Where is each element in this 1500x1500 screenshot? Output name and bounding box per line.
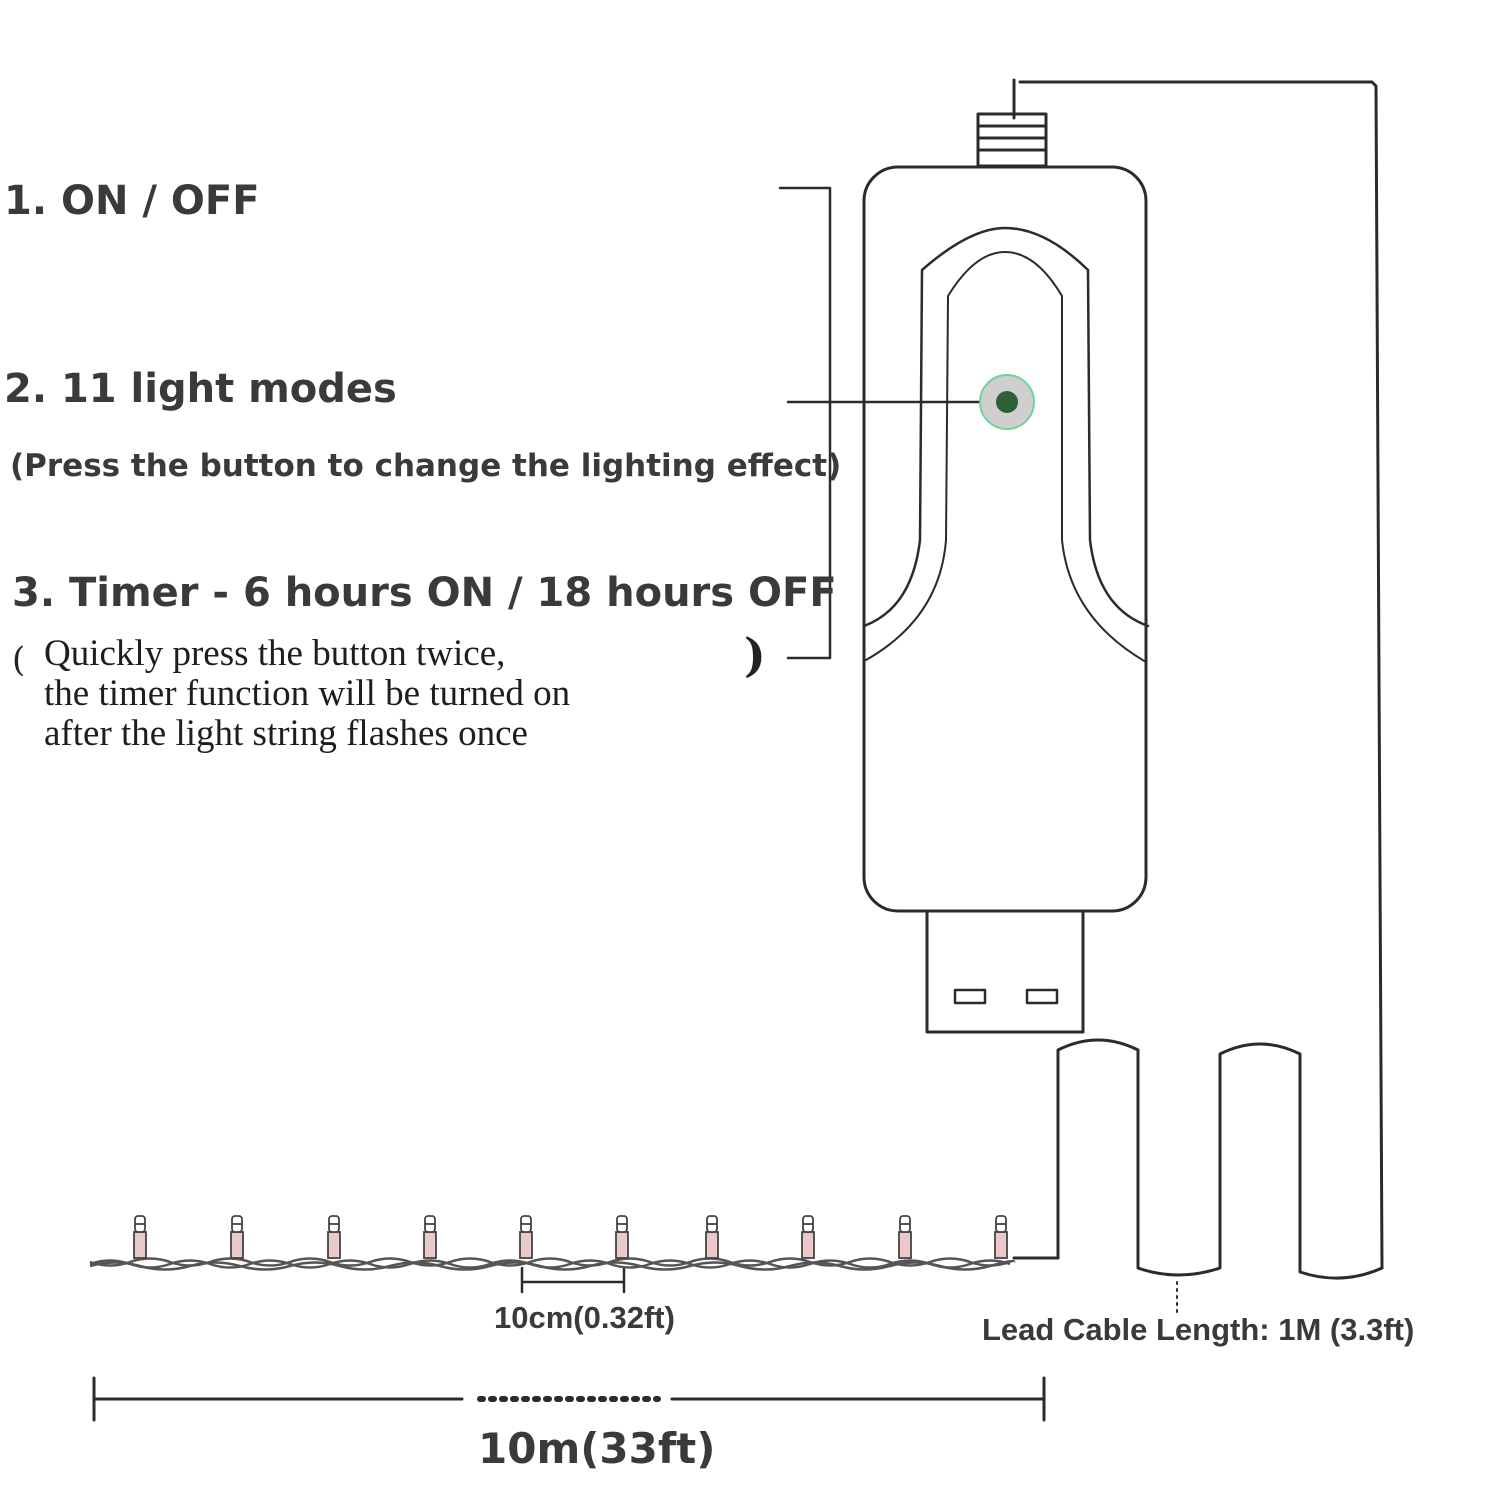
lead-cable-coil <box>1056 1038 1384 1280</box>
led-bulb-icon <box>423 1215 437 1259</box>
led-bulb-icon <box>801 1215 815 1259</box>
spacing-dimension <box>520 1266 626 1294</box>
led-bulb-icon <box>230 1215 244 1259</box>
feature-timer: 3. Timer - 6 hours ON / 18 hours OFF <box>12 570 837 616</box>
lead-cable-top <box>1012 78 1384 1270</box>
led-bulb-icon <box>327 1215 341 1259</box>
timer-note-line: the timer function will be turned on <box>44 673 571 714</box>
led-bulb-icon <box>994 1215 1008 1259</box>
timer-note-line: after the light string flashes once <box>44 713 528 754</box>
feature-light-modes: 2. 11 light modes <box>4 366 397 412</box>
usb-plug-icon <box>925 909 1085 1034</box>
timer-note-line: Quickly press the button twice, <box>44 633 506 674</box>
light-string-wire <box>89 1257 1016 1271</box>
led-bulb-icon <box>898 1215 912 1259</box>
controller-panel-outer <box>862 226 1150 628</box>
timer-note-paren-close: ) <box>744 628 766 682</box>
controller-panel-inner <box>865 251 1147 663</box>
led-bulb-icon <box>133 1215 147 1259</box>
feature-light-modes-note: (Press the button to change the lighting… <box>10 448 842 484</box>
timer-note: Quickly press the button twice, the time… <box>44 634 570 754</box>
cable-strain-relief <box>976 112 1048 168</box>
power-button-icon <box>979 374 1035 430</box>
total-length-dimension <box>92 1376 1046 1422</box>
feature-bracket <box>778 186 832 660</box>
led-bulb-icon <box>615 1215 629 1259</box>
feature-on-off: 1. ON / OFF <box>4 178 260 224</box>
timer-note-paren-open: ( <box>12 640 26 680</box>
bulb-spacing-label: 10cm(0.32ft) <box>494 1300 675 1335</box>
led-bulb-icon <box>519 1215 533 1259</box>
controller-body <box>862 165 1148 913</box>
led-bulb-icon <box>705 1215 719 1259</box>
total-length-label: 10m(33ft) <box>478 1424 716 1473</box>
lead-cable-label: Lead Cable Length: 1M (3.3ft) <box>982 1312 1415 1347</box>
